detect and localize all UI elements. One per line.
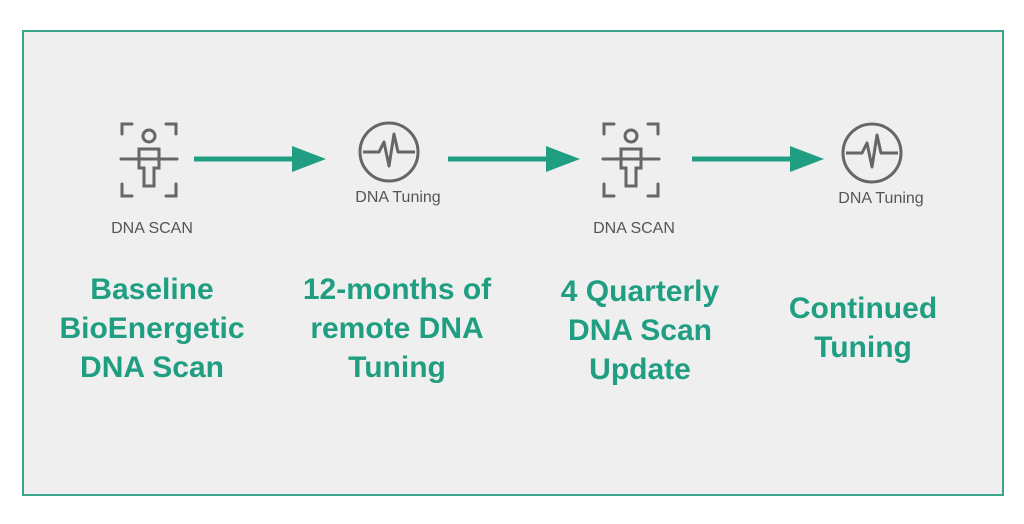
step-caption: DNA SCAN [593,220,675,237]
step-title: 4 Quarterly DNA Scan Update [560,275,720,386]
pulse-icon [358,121,420,183]
body-scan-icon [119,122,179,198]
step-title: Baseline BioEnergetic DNA Scan [59,273,245,384]
step-caption: DNA Tuning [355,189,441,206]
step-title: 12-months of remote DNA Tuning [302,273,492,384]
process-panel [22,30,1004,496]
pulse-icon [841,122,903,184]
body-scan-icon [601,122,661,198]
arrow-right-icon [692,146,824,172]
arrow-right-icon [194,146,326,172]
arrow-right-icon [448,146,580,172]
step-title: Continued Tuning [788,292,938,364]
step-caption: DNA Tuning [838,190,924,207]
step-caption: DNA SCAN [111,220,193,237]
